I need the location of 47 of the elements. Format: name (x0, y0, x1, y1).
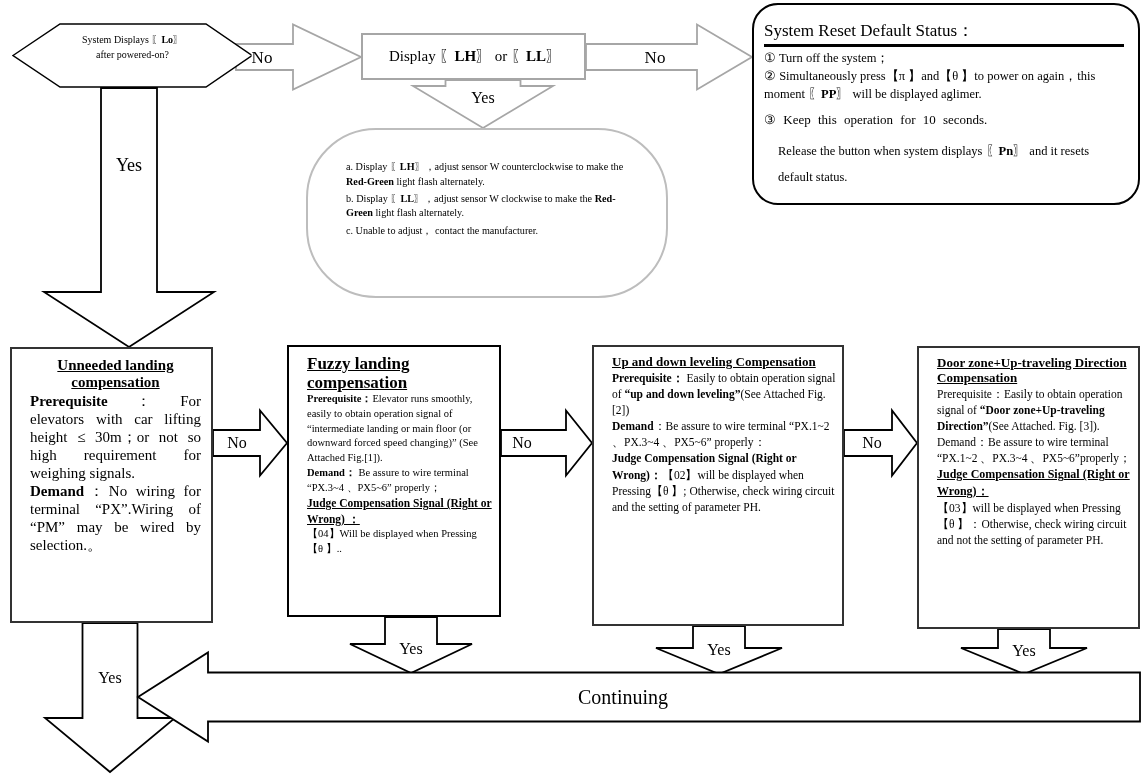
box-text: b. Display 〖LL〗，adjust sensor W clockwise to make the Red-Green light flash alternately. (346, 191, 617, 221)
box-text: Demand： Be assure to wire terminal “PX.3~4 、PX5~6” properly； (307, 465, 470, 495)
process-box (287, 345, 501, 617)
box-heading: Up and down leveling Compensation (612, 355, 817, 370)
box-text: Prerequisite：Easily to obtain operation signal of “Door zone+Up-traveling Direction”(See Attached. Fig. [3]). (937, 386, 1124, 435)
edge-label: Yes (115, 156, 143, 174)
edge-label: Yes (98, 670, 122, 686)
block-arrow (40, 87, 218, 349)
edge-label: No (227, 435, 247, 451)
box-text: Display 〖LH〗 or 〖LL〗 (389, 47, 563, 66)
box-heading: Judge Compensation Signal (Right or Wrong) ： (307, 496, 493, 528)
box-heading: System Reset Default Status： (764, 19, 1124, 47)
box-heading: Door zone+Up-traveling Direction Compensation (937, 356, 1128, 386)
box-text: c. Unable to adjust， contact the manufacturer. (346, 224, 540, 239)
box-text: 【04】Will be displayed when Pressing 【θ 】.. (307, 527, 478, 557)
process-box (592, 345, 844, 626)
box-text: 【03】will be displayed when Pressing 【θ 】：Otherwise, check wiring circuit and not the setting of parameter PH. (937, 500, 1128, 549)
rounded-box (752, 3, 1140, 205)
box-text: Prerequisite：For elevators with car lifting height ≤ 30m；or not so high requirement for weighing signals. (30, 391, 201, 482)
box-text: Demand：Be assure to wire terminal “PX.1~2 、PX.3~4 、PX5~6”properly； (937, 435, 1132, 467)
process-box (361, 33, 586, 80)
edge-label: Yes (1012, 643, 1036, 659)
block-arrow (585, 22, 754, 92)
box-text: ① Turn off the system； (764, 49, 891, 67)
box-text: Demand：No wiring for terminal “PX”.Wiring of “PM” may be wired by selection.。 (30, 481, 201, 554)
edge-label: Yes (471, 90, 495, 106)
box-text: Judge Compensation Signal (Right or Wrong)：【02】will be displayed when Pressing【θ 】; Otherwise, check wiring circuit and the setting of parameter PH. (612, 451, 836, 515)
box-text: Demand：Be assure to wire terminal “PX.1~2 、PX.3~4 、PX5~6” properly： (612, 419, 831, 451)
box-text: Prerequisite： Easily to obtain operation signal of “up and down leveling”(See Attached Fig. [2]) (612, 370, 836, 419)
box-text: Prerequisite：Elevator runs smoothly, easily to obtain operation signal of “intermediate landing or main floor (or downward forced speed changing)” (See Attached Fig.[1]). (307, 392, 479, 466)
decision-hexagon (12, 23, 253, 88)
process-box (917, 346, 1140, 629)
box-heading: Judge Compensation Signal (Right or Wrong)： (937, 466, 1131, 500)
box-text: System Displays 〖Lo〗 after powered-on? (80, 33, 185, 62)
edge-label: Yes (399, 641, 423, 657)
edge-label: No (862, 435, 882, 451)
box-heading: Unneeded landing compensation (56, 357, 175, 392)
box-heading: Fuzzy landing compensation (307, 355, 411, 393)
edge-label: No (512, 435, 532, 451)
process-box (10, 347, 213, 623)
box-text: Release the button when system displays 〖Pn〗 and it resets default status. (777, 142, 1091, 187)
arrow-label: Continuing (578, 687, 668, 707)
edge-label: Yes (707, 642, 731, 658)
block-arrow (136, 650, 1141, 744)
box-text: ② Simultaneously press【π 】and【θ 】to power on again，this moment 〖PP〗 will be displayed aglimer. (764, 67, 1097, 103)
box-text: a. Display 〖LH〗，adjust sensor W counterclockwise to make the Red-Green light flash alternately. (346, 160, 625, 189)
box-text: ③ Keep this operation for 10 seconds. (764, 111, 989, 129)
